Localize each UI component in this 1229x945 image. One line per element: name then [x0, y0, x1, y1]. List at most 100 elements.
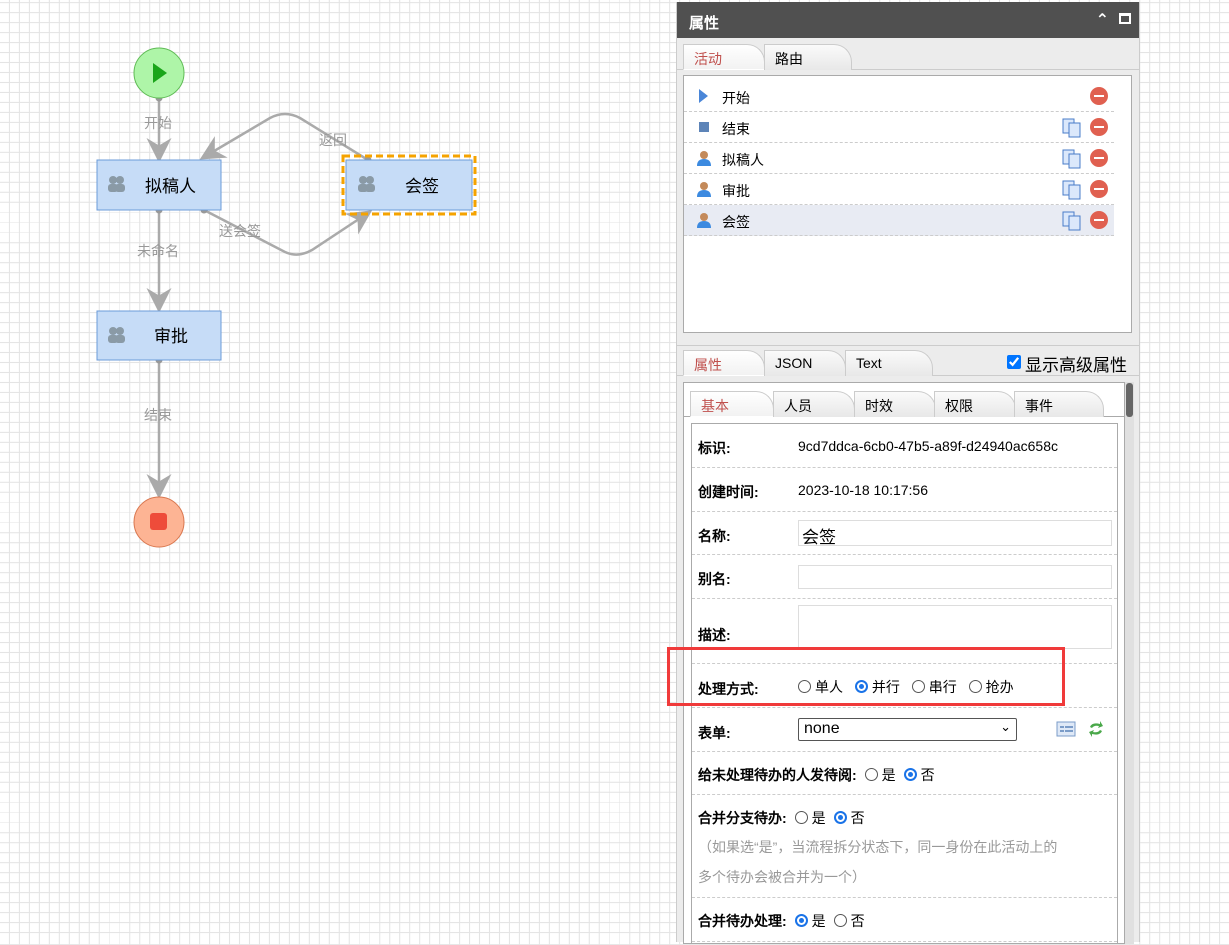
edge-label-back: 返回 — [319, 132, 347, 148]
radio-label: 是 — [811, 913, 826, 929]
radio-merge-branch-no[interactable] — [833, 811, 847, 824]
flow-diagram: 拟稿人 审批 会签 开始 返回 送会签 未命名 结束 — [96, 47, 477, 548]
merge-branch-label: 合并分支待办:是否 — [698, 808, 865, 828]
radio-label: 并行 — [871, 679, 900, 695]
list-item[interactable]: 结束 — [684, 112, 1114, 143]
properties-form-container: 基本 人员 时效 权限 事件 标识: 9cd7ddca-6cb0-47b5-a89… — [683, 382, 1125, 944]
list-item-label: 会签 — [722, 214, 750, 230]
notify-label-text: 给未处理待办的人发待阅: — [698, 767, 857, 783]
id-label: 标识: — [698, 440, 731, 456]
copy-icon[interactable] — [1062, 149, 1082, 169]
mode-label: 处理方式: — [698, 681, 759, 697]
selection-outline — [341, 154, 477, 216]
scrollbar[interactable] — [1125, 382, 1134, 944]
delete-icon[interactable] — [1090, 211, 1108, 229]
properties-panel: 属性 ⌃ 活动 路由 开始 结束 拟稿人 审批 会签 属性 JSON Text … — [676, 2, 1140, 944]
list-item-selected[interactable]: 会签 — [684, 205, 1114, 236]
tab-routes[interactable]: 路由 — [764, 44, 852, 70]
square-icon — [699, 122, 709, 132]
merge-process-label-text: 合并待办处理: — [698, 913, 787, 929]
delete-icon[interactable] — [1090, 149, 1108, 167]
tab-properties[interactable]: 属性 — [683, 350, 765, 376]
users-icon — [358, 176, 375, 192]
tab-events[interactable]: 事件 — [1014, 391, 1104, 417]
tab-json[interactable]: JSON — [764, 350, 846, 376]
radio-serial[interactable] — [911, 680, 925, 693]
copy-icon[interactable] — [1062, 180, 1082, 200]
chevron-down-icon: ⌄ — [1000, 719, 1011, 734]
tab-permissions[interactable]: 权限 — [934, 391, 1016, 417]
delete-icon[interactable] — [1090, 87, 1108, 105]
show-advanced-checkbox[interactable]: 显示高级属性 — [1007, 351, 1127, 376]
list-item[interactable]: 审批 — [684, 174, 1114, 205]
list-item-label: 结束 — [722, 121, 750, 137]
edge-label-start: 开始 — [144, 115, 172, 131]
tab-timeliness[interactable]: 时效 — [854, 391, 936, 417]
list-item[interactable]: 开始 — [684, 81, 1114, 112]
description-label: 描述: — [698, 627, 731, 643]
user-icon — [697, 182, 711, 197]
copy-icon[interactable] — [1062, 211, 1082, 231]
basic-form: 标识:9cd7ddca-6cb0-47b5-a89f-d24940ac658c … — [691, 423, 1118, 943]
edge-label-end: 结束 — [144, 407, 172, 423]
highlight-box — [667, 647, 1065, 706]
radio-label: 串行 — [928, 679, 957, 695]
radio-merge-branch-yes[interactable] — [794, 811, 808, 824]
checkbox[interactable] — [1007, 355, 1021, 369]
node-countersign-label: 会签 — [405, 177, 439, 196]
radio-label: 否 — [850, 810, 865, 826]
name-input[interactable]: 会签 — [798, 520, 1112, 547]
form-select[interactable]: none ⌄ — [798, 718, 1017, 741]
flow-canvas[interactable]: 拟稿人 审批 会签 开始 返回 送会签 未命名 结束 — [0, 0, 676, 942]
radio-single[interactable] — [798, 680, 811, 693]
edge-label-unnamed: 未命名 — [137, 243, 179, 259]
delete-icon[interactable] — [1090, 118, 1108, 136]
tab-basic[interactable]: 基本 — [690, 391, 774, 417]
alias-input[interactable] — [798, 565, 1112, 589]
stop-icon — [150, 513, 167, 530]
edge-label-send: 送会签 — [219, 223, 261, 239]
tab-text[interactable]: Text — [845, 350, 933, 376]
show-advanced-label: 显示高级属性 — [1025, 356, 1127, 375]
id-value: 9cd7ddca-6cb0-47b5-a89f-d24940ac658c — [798, 438, 1058, 454]
alias-label: 别名: — [698, 571, 731, 587]
radio-label: 否 — [920, 767, 935, 783]
user-icon — [697, 151, 711, 166]
edge-back[interactable] — [199, 112, 369, 162]
users-icon — [108, 327, 125, 343]
tab-personnel[interactable]: 人员 — [773, 391, 855, 417]
play-icon — [153, 63, 167, 83]
created-value: 2023-10-18 10:17:56 — [798, 482, 928, 498]
radio-notify-yes[interactable] — [864, 768, 878, 781]
list-item[interactable]: 拟稿人 — [684, 143, 1114, 174]
users-icon — [108, 176, 125, 192]
description-textarea[interactable] — [798, 605, 1112, 649]
radio-merge-process-yes[interactable] — [794, 914, 808, 927]
node-draft-label: 拟稿人 — [145, 177, 196, 196]
form-label: 表单: — [698, 725, 731, 741]
merge-process-label: 合并待办处理: 是 否 — [698, 911, 865, 931]
tab-activities[interactable]: 活动 — [683, 44, 765, 70]
refresh-icon[interactable] — [1088, 720, 1104, 738]
merge-branch-hint: （如果选“是”，当流程拆分状态下，同一身份在此活动上的多个待办会被合并为一个） — [698, 832, 1118, 892]
edge-send[interactable] — [203, 208, 373, 256]
radio-label: 单人 — [815, 679, 843, 695]
form-view-icon[interactable] — [1056, 720, 1076, 738]
form-select-value: none — [804, 720, 840, 737]
radio-notify-no[interactable] — [903, 768, 917, 781]
list-item-label: 拟稿人 — [722, 152, 764, 168]
maximize-icon[interactable] — [1119, 13, 1131, 24]
radio-label: 抢办 — [985, 679, 1014, 695]
radio-merge-process-no[interactable] — [833, 914, 847, 927]
radio-parallel[interactable] — [854, 680, 868, 693]
radio-label: 否 — [850, 913, 865, 929]
copy-icon[interactable] — [1062, 118, 1082, 138]
hint-line: （如果选“是”，当流程拆分状态下，同一身份在此活动上的 — [698, 839, 1058, 855]
panel-header: 属性 ⌃ — [677, 2, 1139, 38]
scrollbar-thumb[interactable] — [1126, 383, 1133, 417]
collapse-icon[interactable]: ⌃ — [1095, 12, 1109, 29]
hint-line: 多个待办会被合并为一个） — [698, 869, 866, 885]
list-item-label: 开始 — [722, 90, 750, 106]
delete-icon[interactable] — [1090, 180, 1108, 198]
radio-grab[interactable] — [968, 680, 982, 693]
